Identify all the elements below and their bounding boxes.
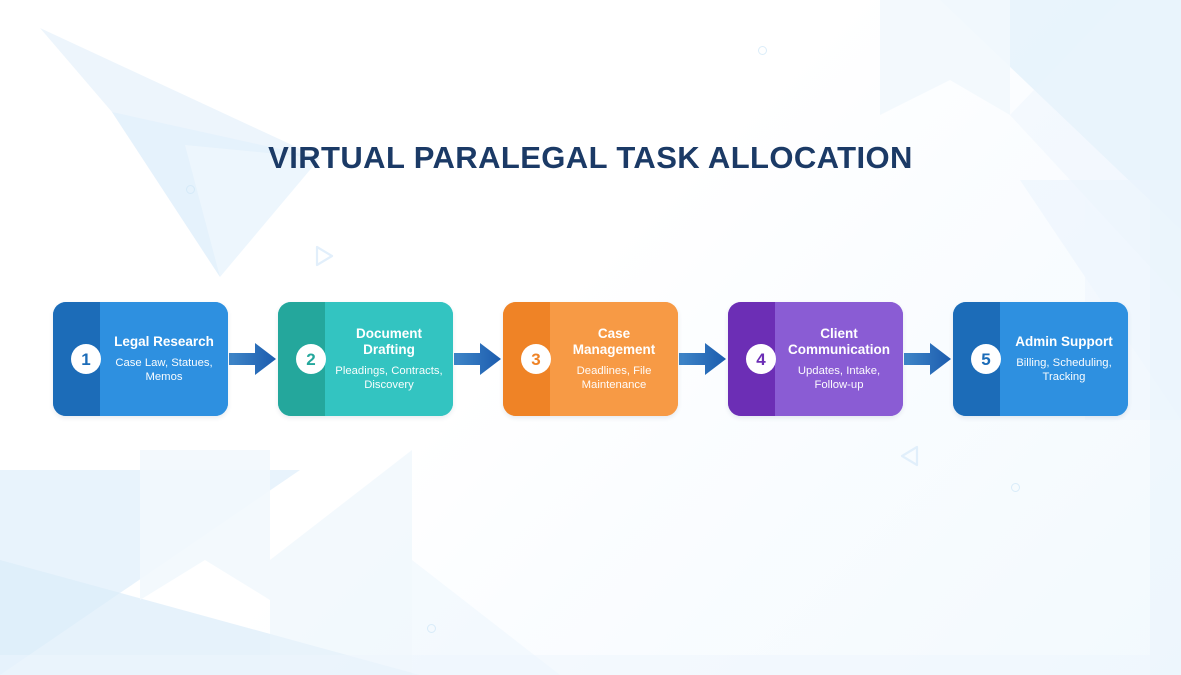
step-body-2: Document Drafting Pleadings, Contracts, … — [325, 302, 453, 416]
step-number-badge-1: 1 — [71, 344, 101, 374]
step-card-2[interactable]: 2 Document Drafting Pleadings, Contracts… — [278, 302, 453, 416]
step-body-5: Admin Support Billing, Scheduling, Track… — [1000, 302, 1128, 416]
decorative-triangle-right-icon — [313, 245, 335, 267]
decorative-ring — [186, 185, 195, 194]
step-description-1: Case Law, Statues, Memos — [115, 356, 213, 383]
step-number-badge-5: 5 — [971, 344, 1001, 374]
step-card-1[interactable]: 1 Legal Research Case Law, Statues, Memo… — [53, 302, 228, 416]
step-number-badge-3: 3 — [521, 344, 551, 374]
arrow-right-icon-2 — [453, 339, 503, 379]
arrow-right-icon-3 — [678, 339, 728, 379]
step-body-4: Client Communication Updates, Intake, Fo… — [775, 302, 903, 416]
step-card-5[interactable]: 5 Admin Support Billing, Scheduling, Tra… — [953, 302, 1128, 416]
step-card-4[interactable]: 4 Client Communication Updates, Intake, … — [728, 302, 903, 416]
step-title-4: Client Communication — [787, 326, 890, 357]
step-card-3[interactable]: 3 Case Management Deadlines, File Mainte… — [503, 302, 678, 416]
step-title-5: Admin Support — [1015, 334, 1113, 350]
decorative-ring — [1011, 483, 1020, 492]
page-title: VIRTUAL PARALEGAL TASK ALLOCATION — [268, 140, 913, 175]
step-description-2: Pleadings, Contracts, Discovery — [335, 364, 443, 391]
decorative-ring — [427, 624, 436, 633]
step-title-2: Document Drafting — [355, 326, 422, 357]
arrow-right-icon-1 — [228, 339, 278, 379]
arrow-right-icon-4 — [903, 339, 953, 379]
decorative-ring — [758, 46, 767, 55]
decorative-triangle-left-icon — [899, 445, 921, 467]
step-title-3: Case Management — [572, 326, 656, 357]
step-number-badge-4: 4 — [746, 344, 776, 374]
step-description-3: Deadlines, File Maintenance — [576, 364, 652, 391]
step-body-3: Case Management Deadlines, File Maintena… — [550, 302, 678, 416]
step-number-badge-2: 2 — [296, 344, 326, 374]
step-description-4: Updates, Intake, Follow-up — [797, 364, 881, 391]
process-flow: 1 Legal Research Case Law, Statues, Memo… — [53, 302, 1128, 416]
step-title-1: Legal Research — [114, 334, 214, 350]
step-body-1: Legal Research Case Law, Statues, Memos — [100, 302, 228, 416]
step-description-5: Billing, Scheduling, Tracking — [1016, 356, 1112, 383]
